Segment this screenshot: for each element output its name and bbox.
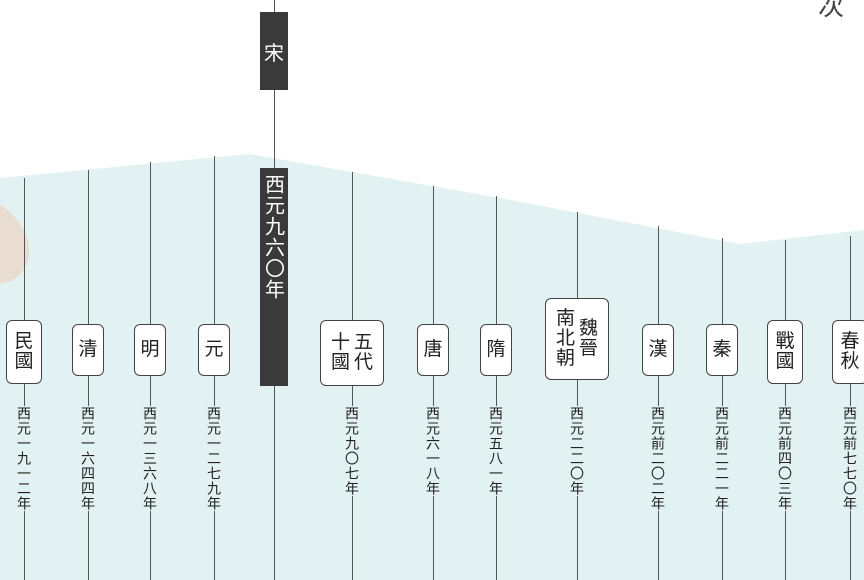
dynasty-label: 漢 — [642, 324, 674, 376]
dynasty-start-year: 西元六一八年 — [424, 406, 440, 496]
dynasty-start-year: 西元五八一年 — [487, 406, 503, 496]
dynasty-line — [496, 196, 497, 580]
dynasty-start-year: 西元前四〇三年 — [776, 406, 792, 511]
dynasty-label: 元 — [198, 324, 230, 376]
dynasty-label: 隋 — [480, 324, 512, 376]
dynasty-name-text: 戰國 — [775, 330, 795, 372]
dynasty-name-text: 春秋 — [840, 330, 860, 372]
dynasty-label: 唐 — [417, 324, 449, 376]
dynasty-line — [658, 226, 659, 580]
dynasty-name-text: 漢 — [648, 338, 668, 361]
dynasty-start-year: 西元二二〇年 — [568, 406, 584, 496]
dynasty-line — [577, 212, 578, 580]
dynasty-start-year: 西元一九一二年 — [15, 406, 31, 511]
dynasty-name-text: 清 — [78, 338, 98, 361]
song-year-label: 西元九六〇年 — [260, 168, 288, 386]
dynasty-label: 春秋 — [832, 320, 864, 384]
dynasty-label: 魏晉南北朝 — [545, 298, 609, 380]
dynasty-name-text: 明 — [140, 338, 160, 361]
dynasty-label: 明 — [134, 324, 166, 376]
dynasty-start-year: 西元一二七九年 — [205, 406, 221, 511]
dynasty-name-text: 民國 — [14, 330, 34, 372]
dynasty-label: 秦 — [706, 324, 738, 376]
dynasty-label: 民國 — [6, 320, 42, 384]
dynasty-name-text: 五代 — [354, 331, 374, 373]
song-dynasty-text: 宋 — [264, 40, 284, 65]
dynasty-start-year: 西元前二〇二年 — [649, 406, 665, 511]
dynasty-label: 五代十國 — [320, 320, 384, 386]
dynasty-name-text: 元 — [204, 338, 224, 361]
brush-stroke-decoration — [0, 205, 30, 284]
dynasty-start-year: 西元九〇七年 — [343, 406, 359, 496]
dynasty-name-text: 隋 — [486, 338, 506, 361]
dynasty-name-text: 唐 — [423, 338, 443, 361]
dynasty-start-year: 西元前七七〇年 — [841, 406, 857, 511]
dynasty-line — [433, 186, 434, 580]
corner-glyph: 次 — [817, 0, 844, 22]
dynasty-start-year: 西元前二二一年 — [713, 406, 729, 511]
dynasty-name-text: 魏晉 — [579, 317, 599, 359]
song-year-text: 西元九六〇年 — [261, 174, 286, 300]
dynasty-start-year: 西元一三六八年 — [141, 406, 157, 511]
dynasty-label: 清 — [72, 324, 104, 376]
dynasty-start-year: 西元一六四四年 — [79, 406, 95, 511]
song-dynasty-label: 宋 — [260, 12, 288, 90]
dynasty-name-text: 南北朝 — [556, 307, 576, 369]
dynasty-name-text: 秦 — [712, 338, 732, 361]
dynasty-name-text: 十國 — [331, 331, 351, 373]
dynasty-label: 戰國 — [767, 320, 803, 384]
